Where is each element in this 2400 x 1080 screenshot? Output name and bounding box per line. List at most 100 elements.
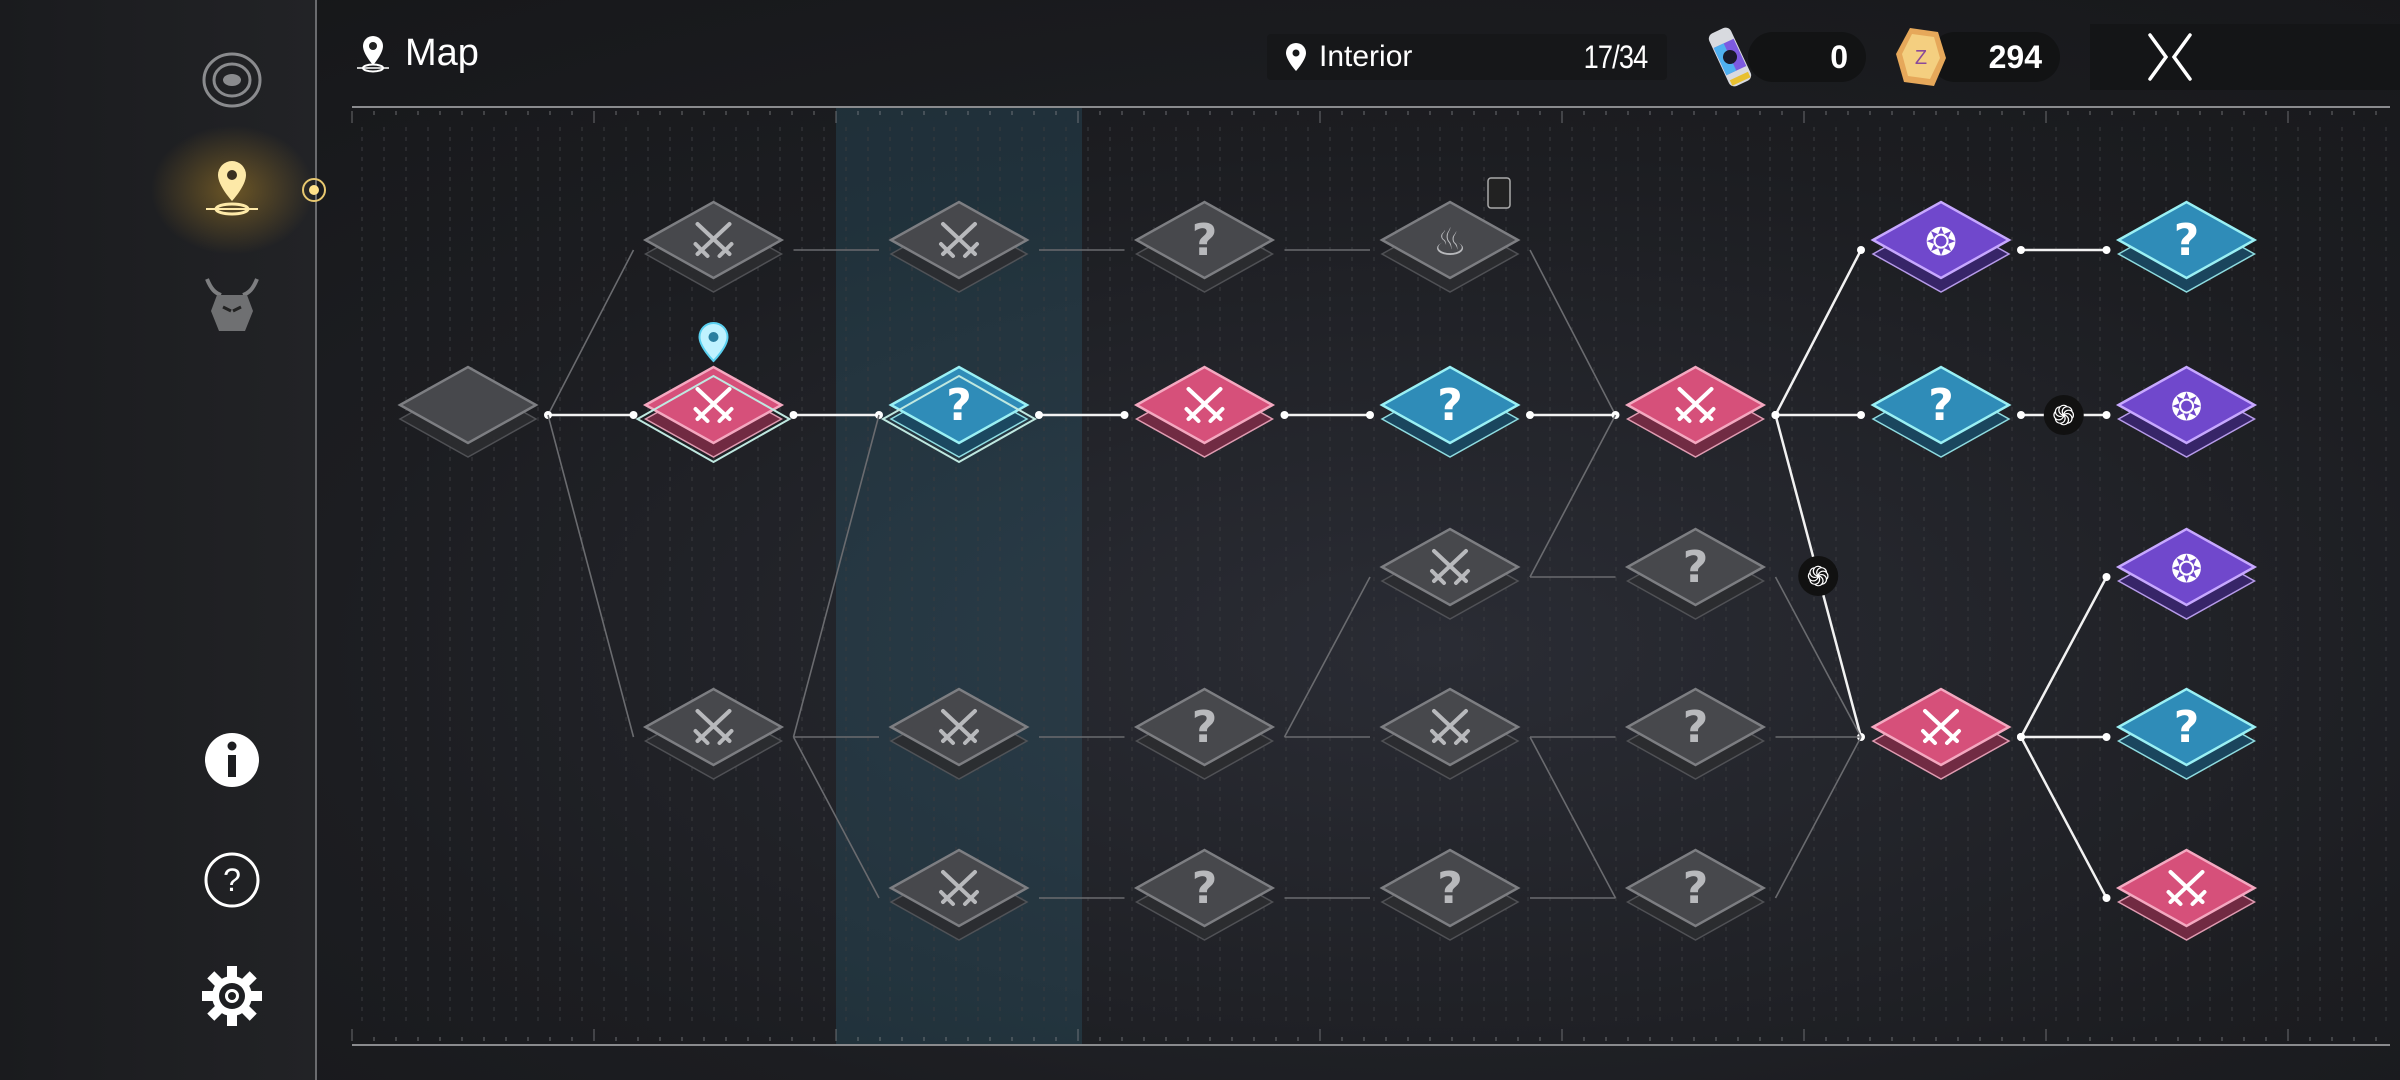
- sword-hilt: [1184, 407, 1201, 423]
- info-button[interactable]: [192, 720, 272, 800]
- sword-hilt: [693, 407, 710, 423]
- link-dot: [1771, 411, 1780, 419]
- map-node-battle[interactable]: [1870, 687, 2012, 780]
- sword-hilt: [693, 242, 710, 258]
- elite-boss-icon: ❂: [1925, 220, 1957, 264]
- question-mark-icon: ?: [2174, 702, 2200, 753]
- page-title: Map: [405, 32, 479, 74]
- map-node-event[interactable]: ?: [880, 365, 1038, 464]
- map-node-event[interactable]: ?: [1624, 527, 1767, 620]
- map-node-battle[interactable]: [1624, 365, 1767, 458]
- map-node-event[interactable]: ?: [1133, 687, 1276, 780]
- map-node-battle[interactable]: [642, 200, 785, 293]
- path-link: [1283, 576, 1371, 738]
- path-link: [1529, 414, 1617, 578]
- map-node-event[interactable]: ?: [1624, 687, 1767, 780]
- rings-icon: [202, 52, 262, 108]
- elite-boss-icon: ❂: [2171, 385, 2203, 429]
- node-top: [1379, 848, 1521, 928]
- map-node-elite[interactable]: ❂: [1870, 200, 2012, 293]
- map-node-battle[interactable]: [1379, 687, 1521, 780]
- crossed-swords-icon: [939, 222, 979, 258]
- node-top: [2115, 365, 2258, 445]
- question-mark-icon: ?: [1437, 380, 1463, 431]
- link-dot: [1857, 411, 1865, 419]
- currency-coin-amount: 294: [1988, 38, 2042, 75]
- map-node-battle[interactable]: [888, 848, 1030, 941]
- sword-hilt: [963, 242, 979, 258]
- selected-node-outline: [880, 374, 1038, 464]
- question-mark-icon: ?: [1437, 863, 1463, 914]
- node-top: [1624, 687, 1767, 767]
- path-link: [792, 736, 880, 899]
- crossed-swords-icon: [693, 387, 734, 423]
- help-button[interactable]: ?: [192, 840, 272, 920]
- info-icon: [205, 733, 259, 787]
- link-dot: [2102, 411, 2111, 419]
- map-node-event[interactable]: ?: [1379, 365, 1521, 458]
- crossed-swords-icon: [693, 222, 734, 258]
- map-node-battle[interactable]: [2115, 848, 2258, 941]
- node-top: [1133, 200, 1276, 280]
- path-link: [792, 414, 880, 738]
- close-icon: [2148, 33, 2192, 81]
- node-top: [2115, 200, 2258, 280]
- sidebar-divider: [315, 0, 317, 1080]
- map-node-battle[interactable]: [642, 687, 785, 780]
- current-node-outline: [635, 374, 792, 464]
- close-button[interactable]: [2090, 24, 2400, 90]
- bonus-tag-icon: [1487, 177, 1511, 209]
- node-top: [1133, 687, 1276, 767]
- help-icon: ?: [204, 852, 260, 908]
- sidebar-item-boss[interactable]: [192, 266, 272, 346]
- page-header: Map: [355, 32, 479, 75]
- map-node-battle[interactable]: [1133, 365, 1276, 458]
- sword-hilt: [1945, 729, 1961, 745]
- path-link: [1774, 736, 1862, 899]
- map-pin-icon: [357, 35, 389, 72]
- map-node-event[interactable]: ?: [1133, 848, 1276, 941]
- node-top: [1379, 200, 1521, 280]
- crossed-swords-icon: [1675, 387, 1716, 423]
- sword-hilt: [693, 729, 710, 745]
- sword-hilt: [1430, 569, 1446, 585]
- link-dot: [629, 411, 638, 419]
- bottom-ruler: [351, 1029, 2390, 1046]
- location-progress: 17/34: [1583, 38, 1649, 75]
- map-node-event[interactable]: ?: [1624, 848, 1767, 941]
- path-link: [1529, 249, 1617, 416]
- pin-hole: [708, 332, 719, 342]
- sidebar-item-overview[interactable]: [192, 40, 272, 120]
- elite-boss-icon: ❂: [2171, 547, 2203, 591]
- node-top: [397, 365, 539, 445]
- sword-hilt: [2190, 890, 2207, 906]
- map-node-event[interactable]: ?: [1133, 200, 1276, 293]
- location-name: Interior: [1319, 40, 1413, 73]
- map-node-battle[interactable]: [1379, 527, 1521, 620]
- map-node-empty[interactable]: [397, 365, 539, 458]
- sword-hilt: [1454, 569, 1470, 585]
- map-node-event[interactable]: ?: [2115, 687, 2258, 780]
- map-node-elite[interactable]: ❂: [2115, 365, 2258, 458]
- portal-icon: ֍: [1798, 556, 1839, 596]
- sword-hilt: [1430, 729, 1446, 745]
- settings-button[interactable]: [192, 956, 272, 1036]
- path-link: [1774, 249, 1863, 416]
- link-dot: [2017, 411, 2025, 419]
- portal-bg: [2043, 395, 2084, 435]
- map-node-event[interactable]: ?: [1379, 848, 1521, 941]
- map-node-event[interactable]: ?: [2115, 200, 2258, 293]
- question-mark-icon: ?: [1928, 380, 1954, 431]
- map-node-campfire[interactable]: ♨: [1379, 177, 1521, 293]
- link-dot: [1035, 411, 1043, 419]
- map-node-event[interactable]: ?: [1870, 365, 2012, 458]
- map-node-battle[interactable]: [888, 687, 1030, 780]
- map-node-elite[interactable]: ❂: [2115, 527, 2258, 620]
- map-node-battle[interactable]: [635, 321, 792, 464]
- node-top: [2115, 527, 2258, 607]
- sword-hilt: [2166, 890, 2183, 906]
- map-node-battle[interactable]: [888, 200, 1030, 293]
- sword-hilt: [1454, 729, 1470, 745]
- sidebar-item-map[interactable]: [192, 150, 272, 230]
